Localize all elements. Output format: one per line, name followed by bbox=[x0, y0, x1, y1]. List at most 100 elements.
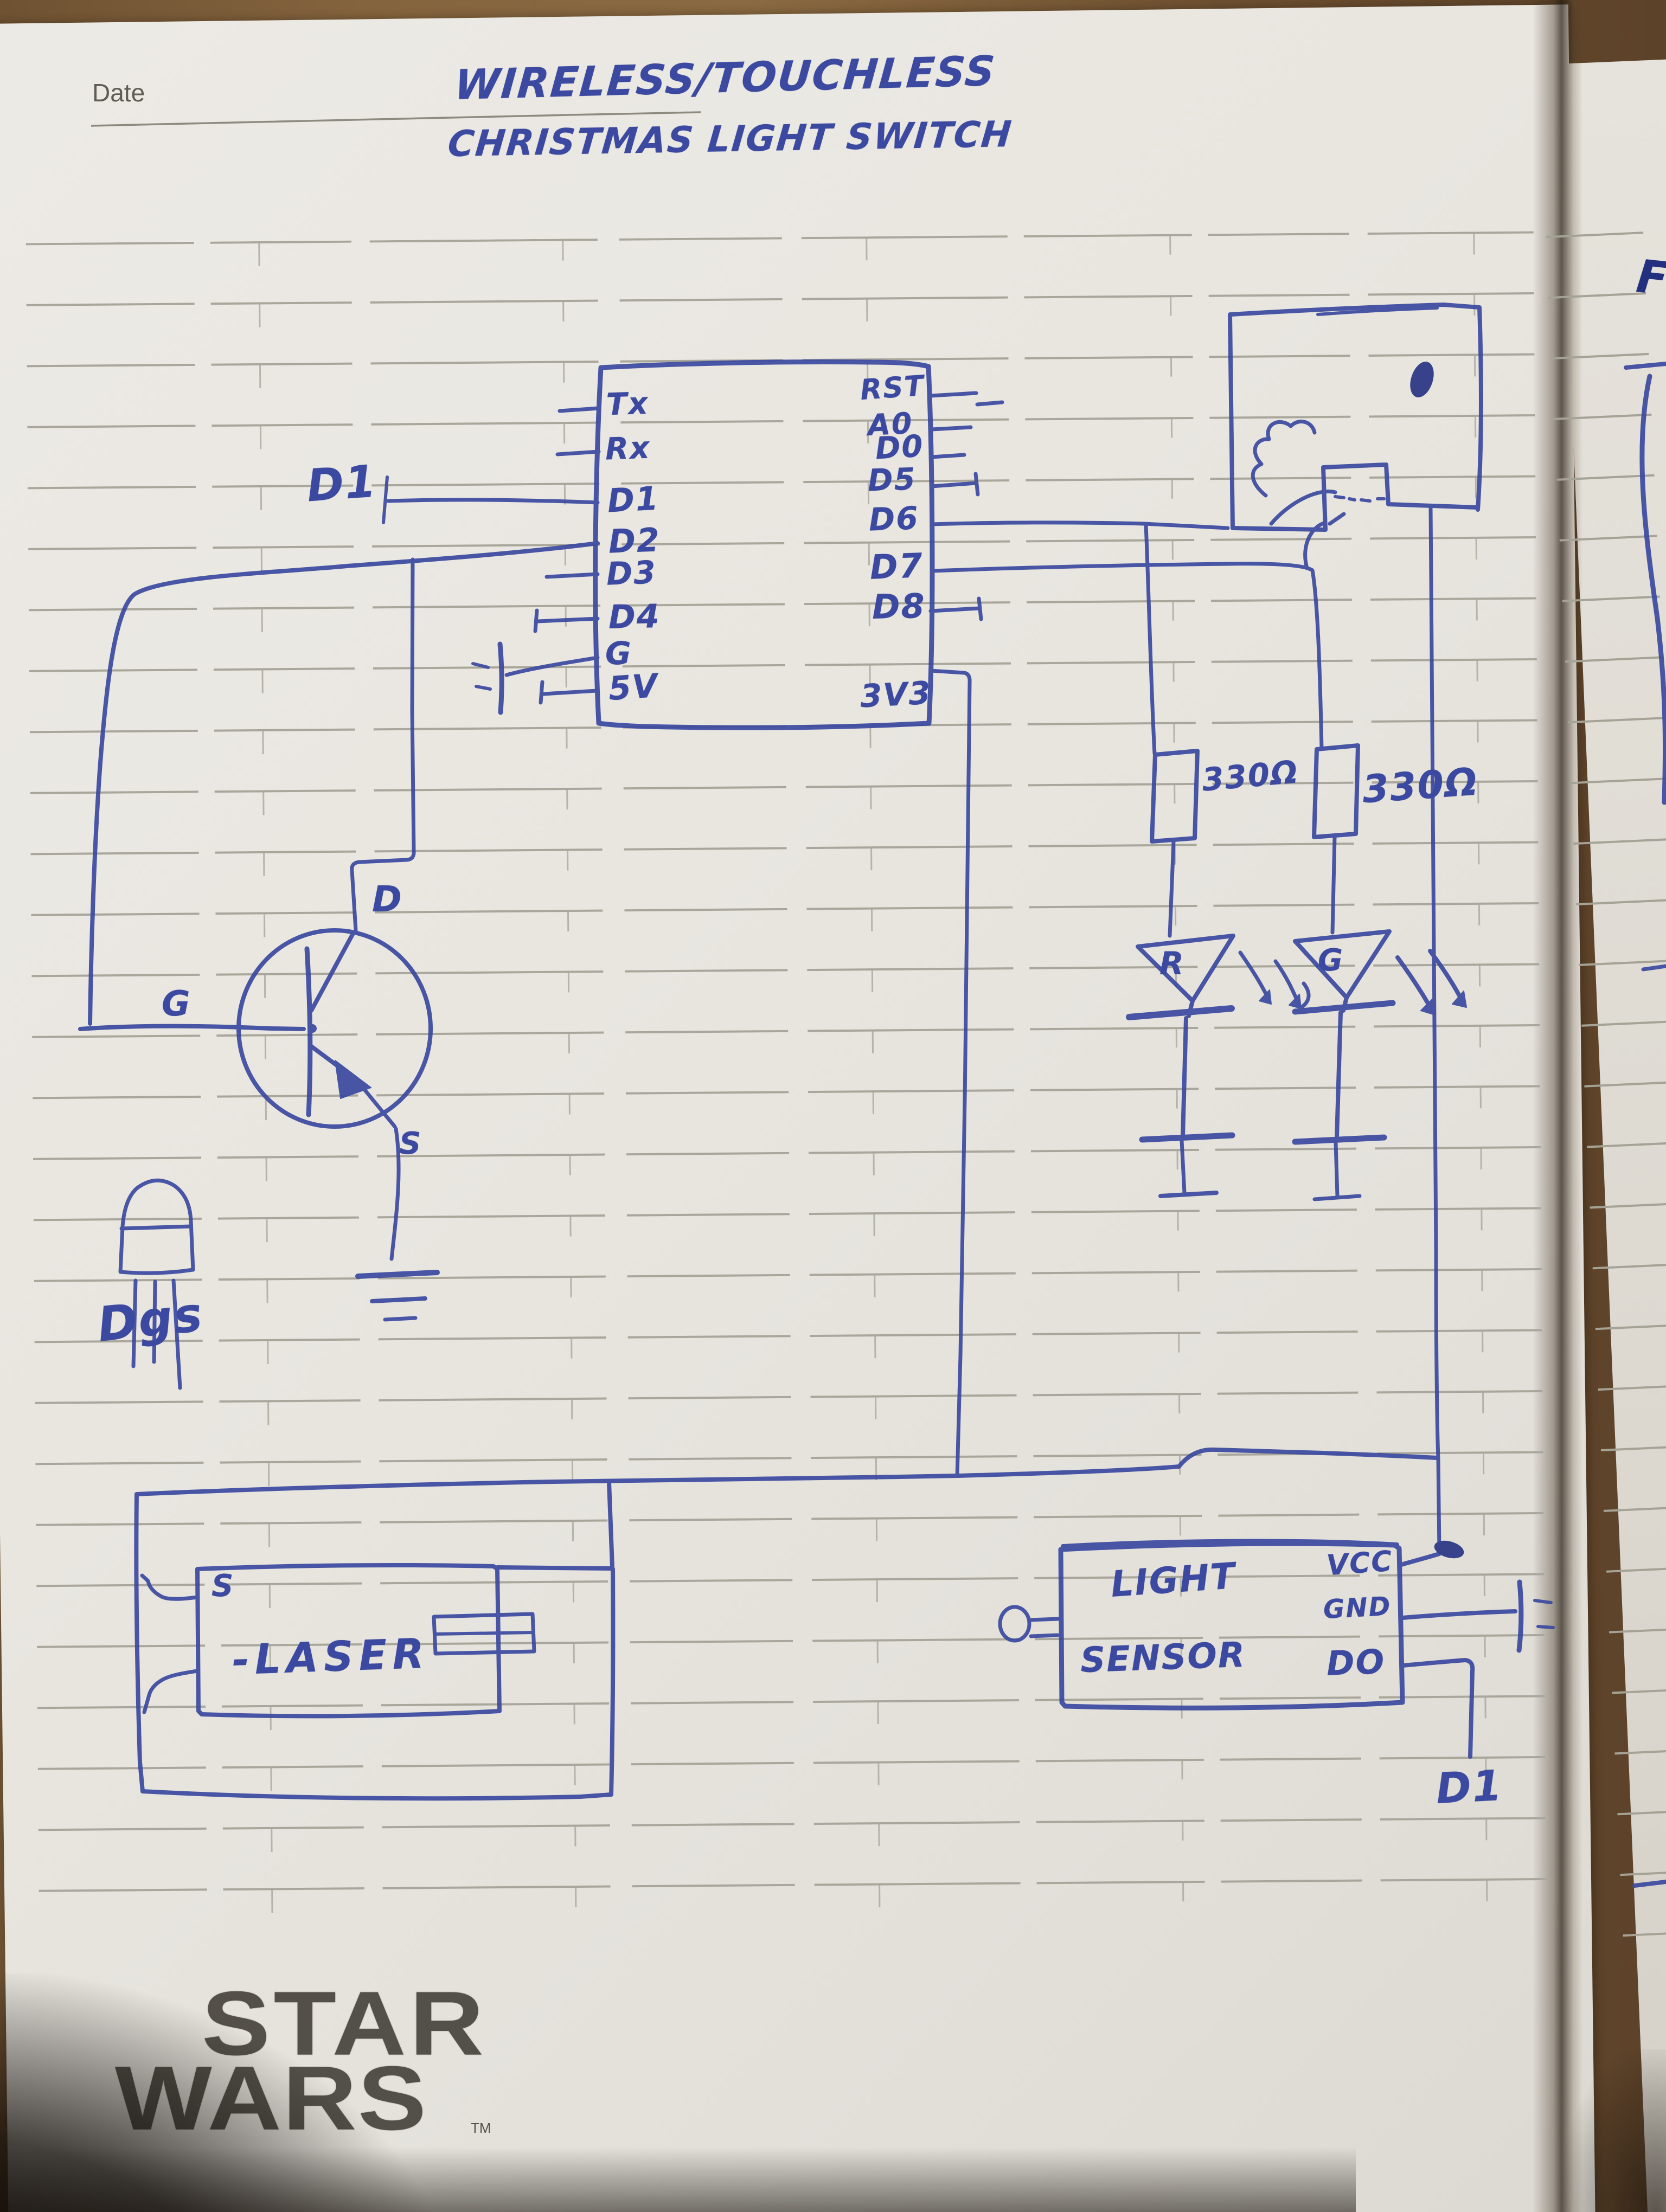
resistor-2 bbox=[1312, 743, 1360, 839]
transistor-source-lead bbox=[358, 1082, 401, 1261]
wire-sensor-do bbox=[1400, 1658, 1475, 1759]
mcu-pin-d1: D1 bbox=[606, 479, 661, 520]
led-red-emission-heads bbox=[1259, 989, 1302, 1009]
sensor-gnd-ticks bbox=[1533, 1599, 1555, 1629]
sensor-box bbox=[1058, 1541, 1405, 1711]
d1-net-label: D1 bbox=[305, 455, 379, 512]
led-green-ground-2 bbox=[1312, 1141, 1362, 1201]
gpin-ground-bar bbox=[497, 641, 504, 715]
hand-box-top-double bbox=[1316, 306, 1439, 316]
resistor-2-lead bbox=[1330, 835, 1337, 935]
laser-pin-s-label: S bbox=[212, 1568, 235, 1604]
wire-drain bbox=[350, 557, 416, 933]
transistor-source-label: S bbox=[399, 1126, 422, 1161]
sensor-pin-vcc: VCC bbox=[1325, 1545, 1394, 1583]
sensor-pin-gnd: GND bbox=[1322, 1591, 1392, 1625]
mcu-pin-d5: D5 bbox=[867, 461, 917, 499]
laser-box bbox=[195, 1562, 614, 1719]
star-wars-logo-tm: TM bbox=[471, 2120, 491, 2136]
wire-d6 bbox=[930, 520, 1230, 530]
resistor-1-value: 330Ω bbox=[1200, 753, 1300, 799]
mcu-right-pin-leads bbox=[928, 391, 1004, 621]
wire-laser-bottom bbox=[140, 1789, 613, 1801]
hand-box-dots bbox=[1334, 495, 1386, 503]
date-label: Date bbox=[92, 79, 145, 107]
mcu-pin-rx: Rx bbox=[604, 430, 651, 467]
laser-lens bbox=[432, 1612, 536, 1656]
page-title-line2: CHRISTMAS LIGHT SWITCH bbox=[446, 113, 1014, 165]
led-red-ground bbox=[1139, 1132, 1235, 1143]
led-red-triangle bbox=[1136, 934, 1235, 1003]
ground-under-transistor-3 bbox=[383, 1316, 418, 1322]
laser-lead-minus bbox=[142, 1669, 200, 1714]
sensor-ldr-prongs bbox=[1028, 1617, 1061, 1638]
wire-d1-note bbox=[386, 498, 600, 505]
to92-pinout-label: Dgs bbox=[95, 1286, 206, 1353]
wire-laser-right bbox=[607, 1480, 616, 1797]
resistor-1-lead bbox=[1168, 839, 1176, 938]
sensor-ldr-circle bbox=[998, 1605, 1031, 1643]
wire-sensor-gnd bbox=[1400, 1609, 1517, 1620]
ground-under-transistor bbox=[355, 1270, 440, 1279]
mcu-pin-d3: D3 bbox=[605, 554, 657, 593]
hand-box bbox=[1228, 303, 1484, 532]
d1-note-tick bbox=[382, 475, 389, 524]
sensor-name-line1: LIGHT bbox=[1109, 1555, 1238, 1605]
led-green-ground bbox=[1292, 1134, 1387, 1145]
next-page-line bbox=[1624, 362, 1666, 370]
wire-sensor-vcc bbox=[1399, 1552, 1441, 1567]
to92-package bbox=[118, 1178, 195, 1390]
wire-d6-resistor-branch bbox=[1144, 523, 1157, 756]
mcu-pin-rst: RST bbox=[859, 369, 926, 407]
vcc-ink-blob bbox=[1434, 1540, 1464, 1559]
sensor-gnd-bar bbox=[1516, 1579, 1524, 1653]
laser-lens-mid bbox=[434, 1631, 535, 1636]
d1-output-label: D1 bbox=[1434, 1761, 1504, 1814]
bottom-shadow bbox=[0, 2147, 1356, 2212]
led-green-leads bbox=[1335, 995, 1349, 1140]
transistor-drain-label: D bbox=[372, 878, 403, 920]
next-page-curve bbox=[1639, 374, 1666, 805]
resistor-1 bbox=[1150, 749, 1200, 844]
mcu-pin-tx: Tx bbox=[605, 385, 650, 423]
wire-d7 bbox=[930, 562, 1324, 750]
ground-under-transistor-2 bbox=[370, 1296, 427, 1303]
mcu-pin-d4: D4 bbox=[608, 597, 661, 636]
led-red-bar bbox=[1126, 1005, 1235, 1020]
led-red-leads bbox=[1181, 999, 1195, 1139]
bottom-right-shadow bbox=[1562, 2049, 1666, 2212]
mcu-pin-d8: D8 bbox=[872, 586, 926, 627]
gate-junction-dot bbox=[308, 1024, 317, 1033]
sensor-name-line2: SENSOR bbox=[1079, 1635, 1247, 1681]
date-underline bbox=[91, 111, 701, 127]
transistor-body bbox=[236, 928, 433, 1129]
hand-sketch bbox=[1251, 420, 1346, 570]
mcu-left-pin-leads bbox=[533, 406, 601, 705]
wire-gpin-ground bbox=[504, 655, 600, 677]
sensor-box-top-double bbox=[1061, 1539, 1399, 1548]
led-red-ground-3 bbox=[1158, 1191, 1219, 1198]
transistor-gate-label: G bbox=[162, 984, 191, 1024]
laser-name-label: -LASER bbox=[231, 1629, 431, 1684]
wire-d2-to-gate bbox=[88, 541, 600, 1026]
laser-lead-s bbox=[140, 1573, 200, 1601]
adjacent-page-letter: F bbox=[1634, 249, 1666, 306]
next-page-line-3 bbox=[1632, 1880, 1666, 1888]
mcu-pin-d2: D2 bbox=[607, 521, 661, 561]
led-red-ground-2 bbox=[1180, 1139, 1187, 1195]
transistor-drain-diag bbox=[309, 930, 356, 1013]
mcu-outline bbox=[593, 359, 935, 730]
mcu-pin-5v: 5V bbox=[607, 666, 660, 709]
wire-bus bbox=[134, 1447, 1439, 1496]
wire-3v3 bbox=[928, 668, 972, 1478]
wire-supply-vertical bbox=[1428, 505, 1441, 1554]
led-green-triangle bbox=[1293, 929, 1392, 1000]
next-page-line-2 bbox=[1641, 964, 1666, 972]
mcu-pin-g: G bbox=[605, 635, 632, 672]
mcu-pin-d6: D6 bbox=[868, 499, 920, 538]
sensor-pin-do: DO bbox=[1325, 1642, 1386, 1683]
mcu-pin-3v3: 3V3 bbox=[859, 674, 933, 715]
led-red-label: R bbox=[1159, 945, 1185, 982]
gpin-ground-ticks bbox=[471, 662, 492, 691]
